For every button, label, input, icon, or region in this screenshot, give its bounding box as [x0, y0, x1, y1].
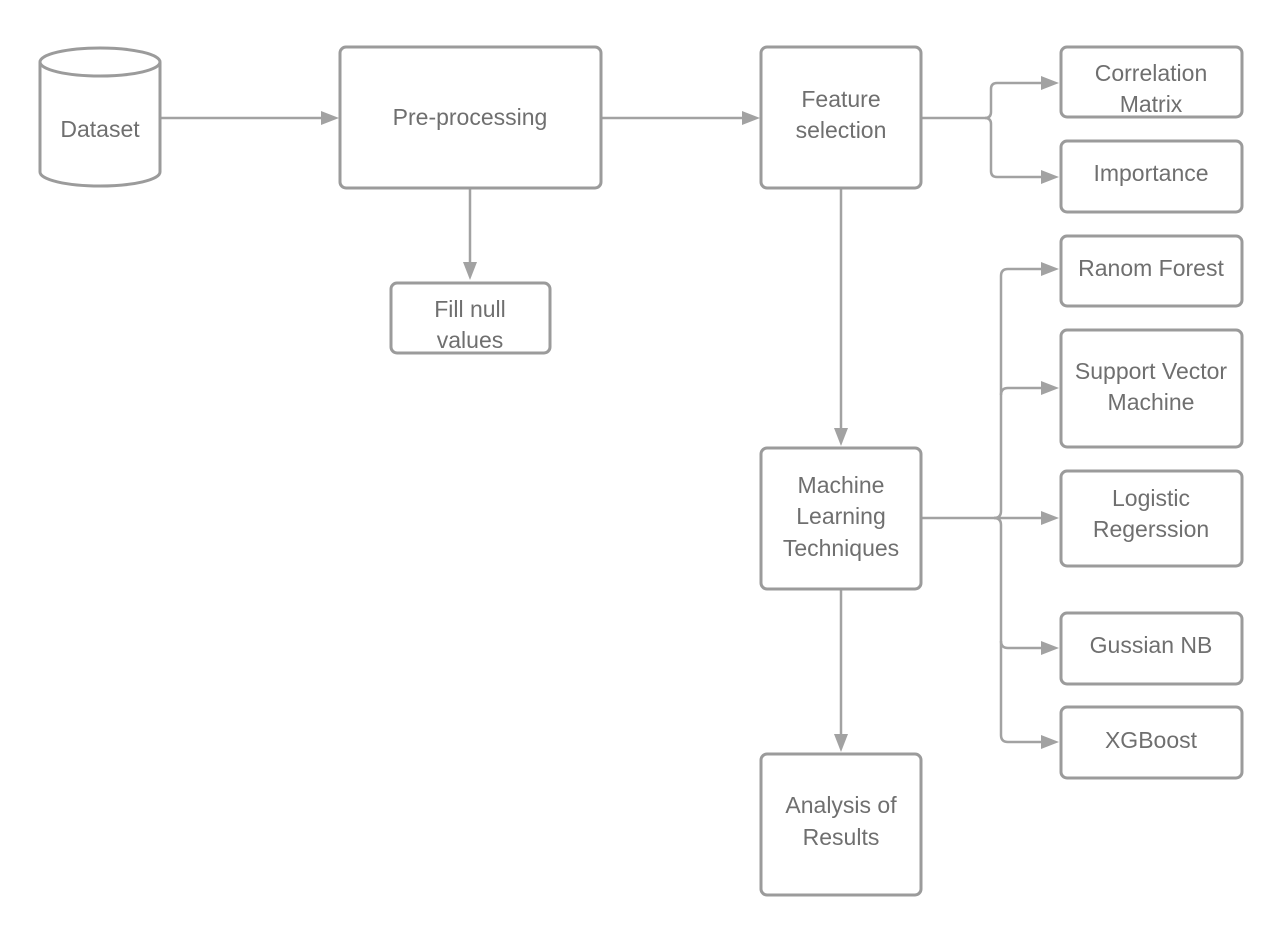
edge-ml-svm: [999, 386, 1047, 396]
xgboost-box: [1059, 705, 1244, 780]
correlation-matrix-node: Correlation Matrix: [1059, 45, 1244, 119]
feature-selection-box: [759, 45, 923, 190]
xgboost-label: XGBoost: [1105, 727, 1198, 753]
logistic-regression-label-line1: Logistic: [1112, 485, 1190, 511]
dataset-label: Dataset: [60, 116, 140, 142]
analysis-label-line1: Analysis of: [785, 792, 897, 818]
arrowhead-feature-selection: [742, 111, 760, 125]
preprocessing-label: Pre-processing: [393, 104, 548, 130]
ml-techniques-node: Machine Learning Techniques: [759, 446, 923, 591]
ml-techniques-label-line2: Learning: [796, 503, 886, 529]
ml-techniques-label-line3: Techniques: [783, 535, 899, 561]
edge-feature-selection-correlation: [921, 81, 1047, 120]
svm-label-line1: Support Vector: [1075, 358, 1227, 384]
correlation-matrix-label-line1: Correlation: [1095, 60, 1208, 86]
svm-label-line2: Machine: [1108, 389, 1195, 415]
edge-ml-lower-trunk: [993, 516, 1047, 744]
analysis-box: [759, 752, 923, 897]
edge-feature-selection-importance: [984, 116, 1047, 179]
feature-selection-label-line2: selection: [796, 117, 887, 143]
arrowhead-gaussian: [1041, 641, 1059, 655]
arrowhead-fill-null: [463, 262, 477, 280]
importance-label: Importance: [1093, 160, 1208, 186]
svm-box: [1059, 328, 1244, 449]
arrowhead-svm: [1041, 381, 1059, 395]
correlation-matrix-box: [1059, 45, 1244, 119]
preprocessing-node: Pre-processing: [338, 45, 603, 190]
feature-selection-node: Feature selection: [759, 45, 923, 190]
arrowhead-logistic: [1041, 511, 1059, 525]
ml-techniques-box: [759, 446, 923, 591]
correlation-matrix-label-line2: Matrix: [1120, 91, 1183, 117]
logistic-regression-node: Logistic Regerssion: [1059, 469, 1244, 568]
logistic-regression-box: [1059, 469, 1244, 568]
random-forest-node: Ranom Forest: [1059, 234, 1244, 308]
arrowhead-random-forest: [1041, 262, 1059, 276]
ml-techniques-label-line1: Machine: [798, 472, 885, 498]
gaussian-nb-label: Gussian NB: [1090, 632, 1213, 658]
feature-selection-label-line1: Feature: [801, 86, 880, 112]
analysis-node: Analysis of Results: [759, 752, 923, 897]
importance-node: Importance: [1059, 139, 1244, 214]
arrowhead-preprocessing: [321, 111, 339, 125]
fill-null-label-line1: Fill null: [434, 296, 506, 322]
edge-ml-branch-trunk: [921, 267, 1047, 520]
database-cylinder-icon: [38, 46, 162, 188]
gaussian-nb-box: [1059, 611, 1244, 686]
importance-box: [1059, 139, 1244, 214]
preprocessing-box: [338, 45, 603, 190]
edges: [161, 76, 1059, 752]
svm-node: Support Vector Machine: [1059, 328, 1244, 449]
fill-null-node: Fill null values: [389, 281, 552, 355]
dataset-node: Dataset: [38, 46, 162, 188]
edge-ml-gaussian: [999, 640, 1047, 650]
fill-null-box: [389, 281, 552, 355]
gaussian-nb-node: Gussian NB: [1059, 611, 1244, 686]
random-forest-label: Ranom Forest: [1078, 255, 1224, 281]
arrowhead-correlation: [1041, 76, 1059, 90]
random-forest-box: [1059, 234, 1244, 308]
xgboost-node: XGBoost: [1059, 705, 1244, 780]
arrowhead-ml: [834, 428, 848, 446]
arrowhead-xgboost: [1041, 735, 1059, 749]
logistic-regression-label-line2: Regerssion: [1093, 516, 1209, 542]
analysis-label-line2: Results: [803, 824, 880, 850]
arrowhead-analysis: [834, 734, 848, 752]
arrowhead-importance: [1041, 170, 1059, 184]
fill-null-label-line2: values: [437, 327, 503, 353]
